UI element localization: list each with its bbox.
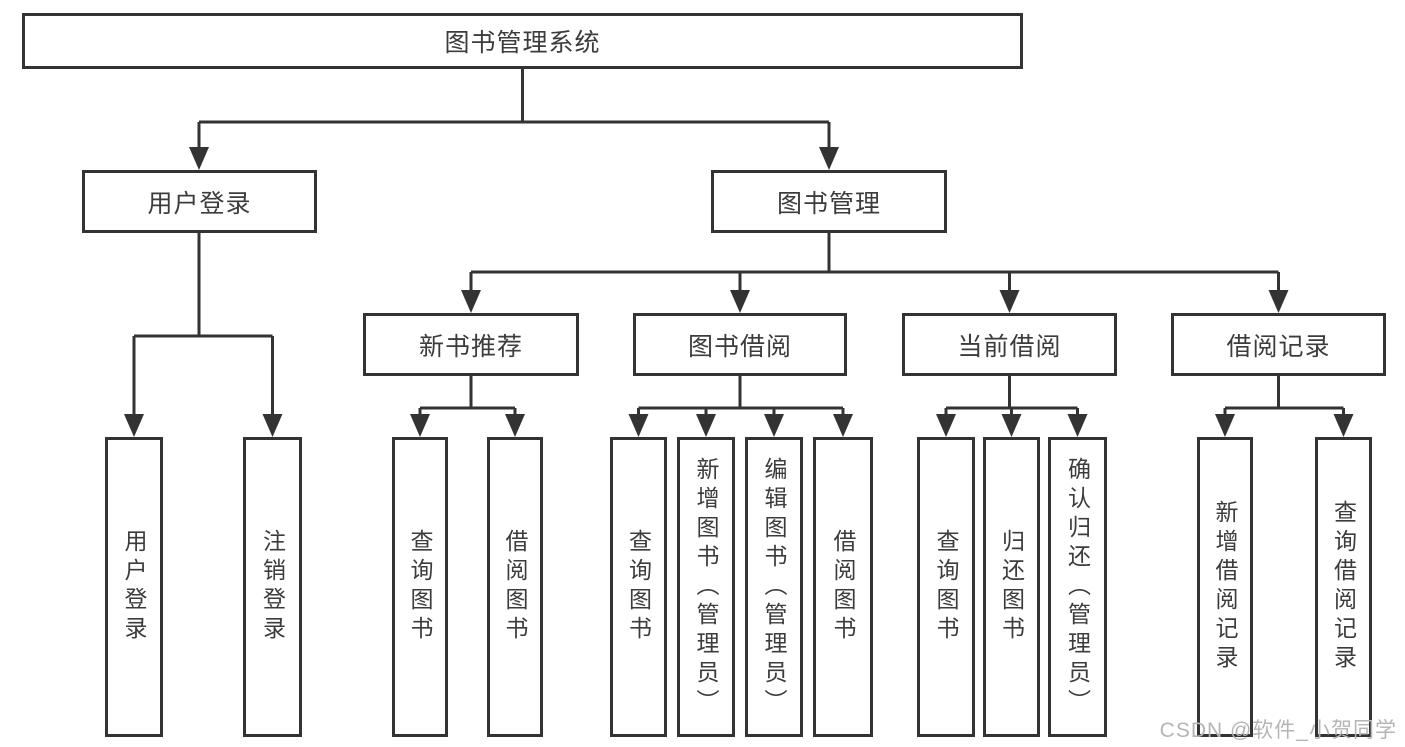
node-label: 借阅图书 <box>830 529 856 645</box>
arrow-down-icon <box>1333 414 1354 437</box>
leaf-records-add-borrow-record: 新增借阅记录 <box>1197 437 1253 737</box>
node-label: 借阅图书 <box>502 529 528 645</box>
arrow-down-icon <box>1067 414 1088 437</box>
leaf-borrow-query-books: 查询图书 <box>610 437 667 737</box>
node-label: 图书管理系统 <box>444 29 601 57</box>
arrow-down-icon <box>819 147 839 170</box>
connector-user-login-children <box>132 233 274 415</box>
connector-recommend-children <box>418 376 517 415</box>
node-label: 查询图书 <box>933 529 959 645</box>
node-label: 图书管理 <box>776 189 881 218</box>
node-book-borrow: 图书借阅 <box>633 313 847 376</box>
node-label: 查询图书 <box>625 529 652 645</box>
node-new-book-recommend: 新书推荐 <box>363 313 579 376</box>
node-label: 图书借阅 <box>687 332 792 361</box>
leaf-current-return-books: 归还图书 <box>983 437 1040 737</box>
arrow-down-icon <box>1268 290 1289 313</box>
arrow-down-icon <box>730 290 750 313</box>
arrow-down-icon <box>936 414 956 437</box>
connector-current-children <box>944 376 1079 415</box>
leaf-user-login: 用户登录 <box>105 437 163 737</box>
arrow-down-icon <box>262 414 283 437</box>
node-label: 新书推荐 <box>418 332 523 361</box>
node-borrow-records: 借阅记录 <box>1171 313 1386 376</box>
leaf-current-confirm-return-admin: 确认归还（管理员） <box>1048 437 1107 737</box>
node-label: 查询图书 <box>407 529 433 645</box>
leaf-borrow-edit-books-admin: 编辑图书（管理员） <box>745 437 803 737</box>
node-label: 借阅记录 <box>1226 332 1331 361</box>
node-label: 新增图书（管理员） <box>693 456 719 718</box>
node-label: 新增借阅记录 <box>1212 500 1238 674</box>
node-label: 确认归还（管理员） <box>1064 456 1091 718</box>
node-root-library-system: 图书管理系统 <box>22 13 1023 69</box>
arrow-down-icon <box>189 147 209 170</box>
leaf-recommend-borrow-books: 借阅图书 <box>487 437 543 737</box>
arrow-down-icon <box>1215 414 1235 437</box>
arrow-down-icon <box>628 414 649 437</box>
connector-borrow-children <box>637 376 845 415</box>
node-label: 编辑图书（管理员） <box>761 456 787 718</box>
arrow-down-icon <box>999 290 1020 313</box>
arrow-down-icon <box>410 414 430 437</box>
leaf-recommend-query-books: 查询图书 <box>392 437 448 737</box>
csdn-watermark: CSDN @软件_小贺同学 <box>1159 719 1397 742</box>
node-label: 查询借阅记录 <box>1330 500 1357 674</box>
arrow-down-icon <box>124 414 144 437</box>
node-label: 归还图书 <box>998 529 1025 645</box>
node-book-management: 图书管理 <box>711 170 947 233</box>
node-label: 注销登录 <box>259 529 286 645</box>
leaf-current-query-books: 查询图书 <box>917 437 975 737</box>
arrow-down-icon <box>505 414 525 437</box>
node-label: 用户登录 <box>121 529 147 645</box>
node-current-borrow: 当前借阅 <box>902 313 1117 376</box>
arrow-down-icon <box>764 414 784 437</box>
node-label: 用户登录 <box>147 189 252 218</box>
leaf-borrow-borrow-books: 借阅图书 <box>813 437 873 737</box>
connector-book-management-children <box>469 233 1280 291</box>
leaf-logout: 注销登录 <box>243 437 302 737</box>
arrow-down-icon <box>1001 414 1022 437</box>
leaf-records-query-borrow-record: 查询借阅记录 <box>1315 437 1372 737</box>
node-user-login: 用户登录 <box>82 170 317 233</box>
connector-records-children <box>1223 376 1345 415</box>
leaf-borrow-add-books-admin: 新增图书（管理员） <box>677 437 735 737</box>
arrow-down-icon <box>461 290 481 313</box>
node-label: 当前借阅 <box>957 332 1062 361</box>
arrow-down-icon <box>696 414 716 437</box>
arrow-down-icon <box>833 414 853 437</box>
connector-root-to-level2 <box>197 68 831 148</box>
